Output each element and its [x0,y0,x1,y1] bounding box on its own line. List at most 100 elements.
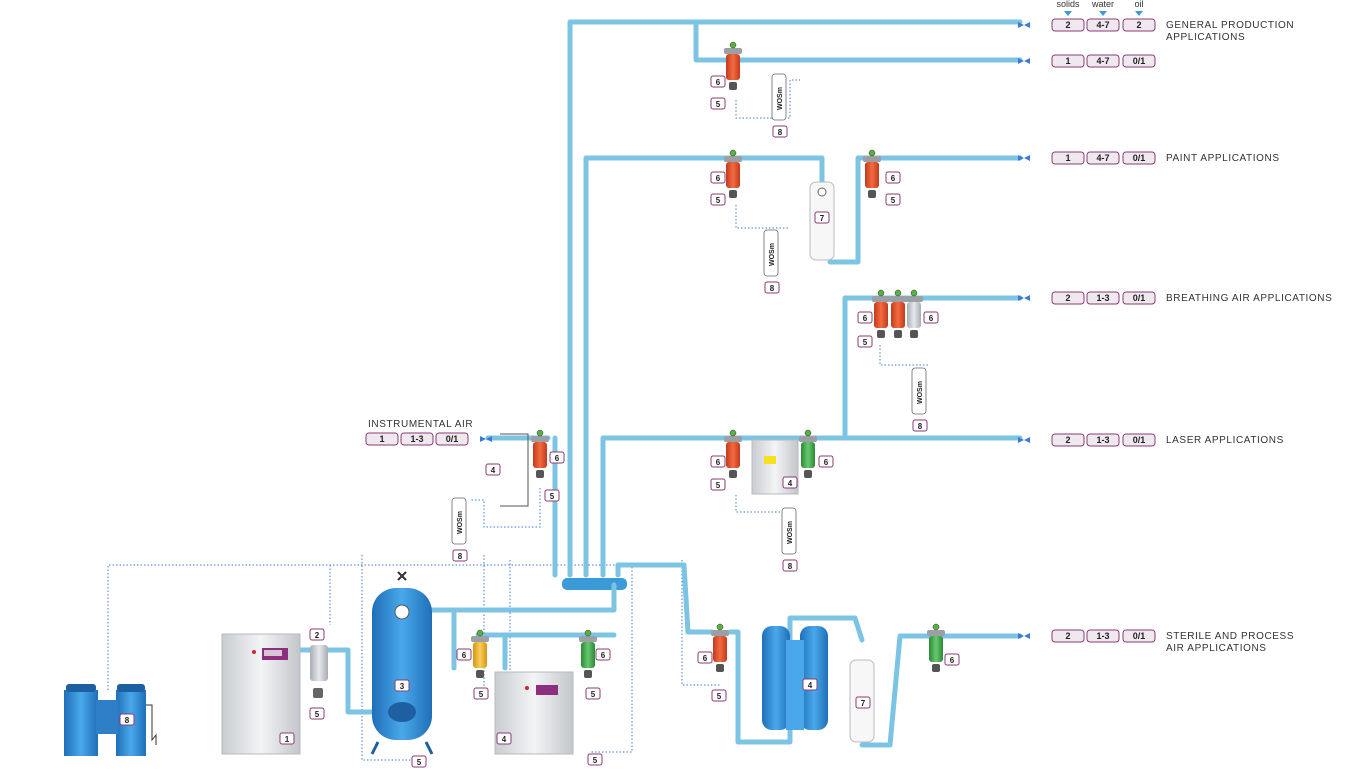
svg-text:4-7: 4-7 [1096,20,1109,30]
svg-text:5: 5 [591,690,596,699]
component-number-tag: 5 [710,478,726,491]
compressor-unit: 1 [221,633,301,755]
svg-text:6: 6 [716,78,721,87]
filter-housing [872,289,890,338]
component-number-tag: 6 [923,311,939,324]
svg-text:6: 6 [891,174,896,183]
svg-text:5: 5 [315,710,320,719]
quality-class-badge-oil: 2 [1122,18,1156,32]
svg-text:0/1: 0/1 [446,434,459,444]
svg-text:6: 6 [929,314,934,323]
svg-text:1-3: 1-3 [1096,293,1109,303]
svg-text:2: 2 [315,631,320,640]
header-arrows [1064,11,1143,16]
outlet-valve-icon [1018,22,1030,28]
svg-text:WOSm: WOSm [457,511,464,534]
svg-text:6: 6 [703,654,708,663]
svg-text:4-7: 4-7 [1096,56,1109,66]
wosm-separator: WOSm [781,507,797,555]
svg-text:5: 5 [716,481,721,490]
component-number-tag: 6 [456,648,472,661]
svg-text:0/1: 0/1 [1133,56,1146,66]
svg-text:1: 1 [285,735,290,744]
svg-text:2: 2 [1065,20,1070,30]
oil-water-separator-unit: 8 [64,684,157,756]
svg-text:1: 1 [1065,56,1070,66]
outlet-valve-icon [1018,437,1030,443]
header-water: water [1091,0,1114,9]
filter-housing [711,623,729,672]
svg-text:0/1: 0/1 [1133,435,1146,445]
instrumental-air-label: INSTRUMENTAL AIR [368,419,473,430]
paint-adsorber-tag: 7 [814,211,830,224]
svg-text:WOSm: WOSm [777,87,784,110]
svg-text:5: 5 [891,196,896,205]
quality-class-badge-water: 1-3 [1086,291,1120,305]
wosm-separator: WOSm [771,73,787,121]
separator-number-tag: 8 [772,125,788,138]
svg-text:4: 4 [502,735,507,744]
column-headers: solids water oil [1056,0,1144,16]
svg-text:5: 5 [479,690,484,699]
svg-text:WOSm: WOSm [787,521,794,544]
svg-text:7: 7 [861,699,866,708]
svg-text:6: 6 [601,651,606,660]
prefilter-unit: 2 5 [309,628,328,720]
laser-dryer-tag: 4 [782,476,798,489]
dryer-number-tag: 4 [496,732,512,745]
component-number-tag: 6 [710,455,726,468]
svg-text:0/1: 0/1 [1133,293,1146,303]
filter-housing [889,289,907,338]
application-row: 1 4-7 0/1 [1018,54,1156,68]
desiccant-dryer-unit: 4 [762,626,828,730]
receiver-number-tag: 3 [394,679,410,692]
filter-housing [799,429,817,478]
header-oil: oil [1134,0,1143,9]
quality-class-badge-solids: 1 [1051,151,1085,165]
instrumental-oil-badge: 0/1 [435,432,469,446]
separator-number-tag: 8 [764,281,780,294]
svg-text:6: 6 [950,656,955,665]
svg-text:6: 6 [462,651,467,660]
component-number-tag: 5 [585,687,601,700]
component-number-tag: 5 [473,687,489,700]
application-label: AIR APPLICATIONS [1166,643,1267,654]
application-label: PAINT APPLICATIONS [1166,153,1280,164]
filter-housing [863,149,881,198]
svg-text:5: 5 [717,692,722,701]
filter-housing [724,429,742,478]
sterile-adsorber: 7 [849,659,875,743]
separator-number-tag: 8 [119,713,135,726]
quality-class-badge-water: 4-7 [1086,18,1120,32]
instrumental-outlet-icon [480,436,492,442]
receiver-drain-tag: 5 [411,755,427,768]
svg-text:0/1: 0/1 [1133,631,1146,641]
desiccant-dryer-tag: 4 [802,678,818,691]
wosm-separator: WOSm [763,229,779,277]
component-number-tag: 6 [818,455,834,468]
svg-text:8: 8 [770,284,775,293]
distribution-manifold [562,578,627,590]
filter-housing [724,41,742,90]
quality-class-badge-water: 4-7 [1086,151,1120,165]
svg-text:4: 4 [491,466,496,475]
svg-text:2: 2 [1065,435,1070,445]
instrumental-air: INSTRUMENTAL AIR 1 1-3 0/1 [365,419,492,446]
quality-class-badge-solids: 2 [1051,18,1085,32]
quality-class-badge-oil: 0/1 [1122,433,1156,447]
svg-text:1-3: 1-3 [410,434,423,444]
application-label: APPLICATIONS [1166,32,1245,43]
svg-text:6: 6 [824,458,829,467]
sterile-adsorber-tag: 7 [855,696,871,709]
svg-text:5: 5 [863,338,868,347]
dryer-drain-tag: 5 [587,753,603,766]
prefilter-drain-tag: 5 [309,707,325,720]
svg-text:8: 8 [918,422,923,431]
filter-housing [724,149,742,198]
svg-text:2: 2 [1065,293,1070,303]
